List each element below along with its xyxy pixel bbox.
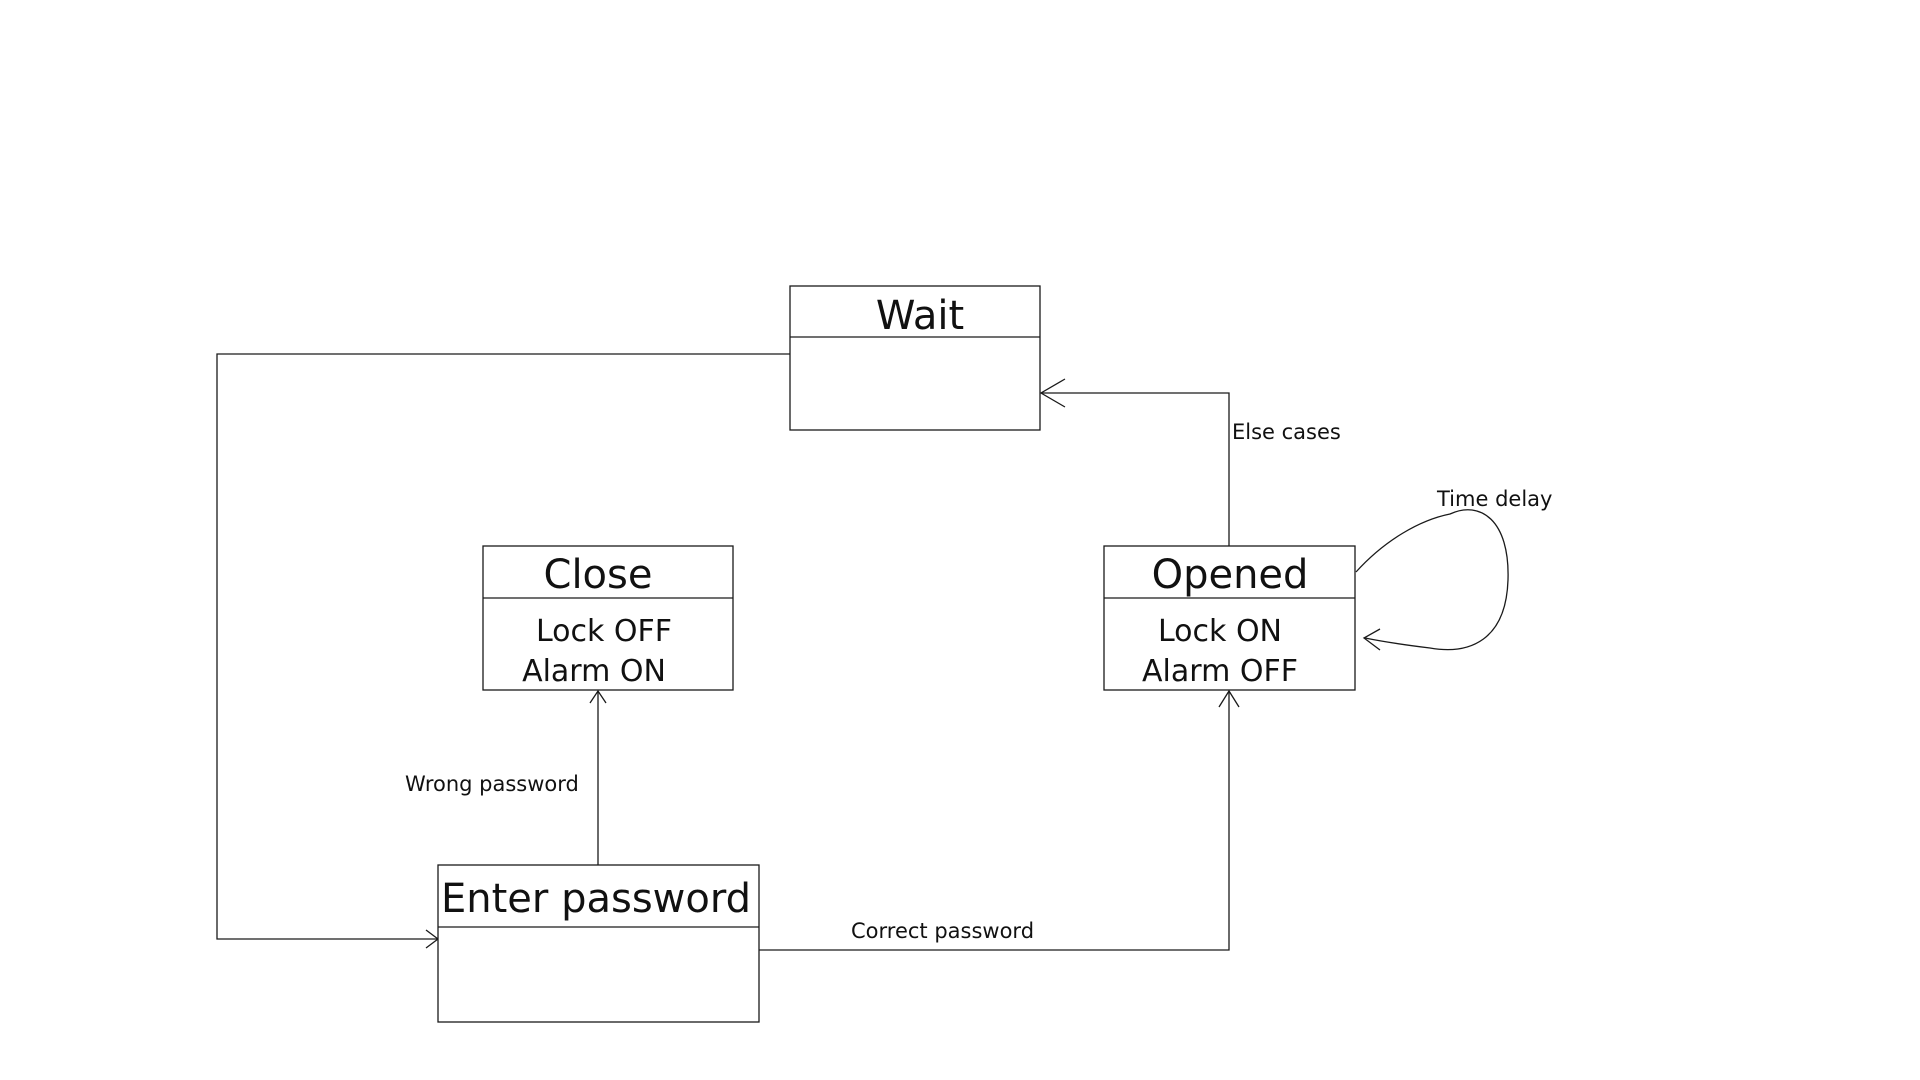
transition-opened-self-loop: Time delay (1355, 487, 1552, 651)
edge-label-time-delay: Time delay (1436, 487, 1552, 511)
arrowhead (1362, 628, 1381, 651)
state-title-close: Close (544, 552, 653, 598)
state-opened: Opened Lock ON Alarm OFF (1103, 545, 1356, 691)
state-action-alarm-off: Alarm OFF (1142, 654, 1298, 689)
edge-label-else-cases: Else cases (1232, 420, 1341, 444)
state-close: Close Lock OFF Alarm ON (482, 545, 734, 691)
state-enter-password: Enter password (437, 864, 760, 1023)
transition-opened-to-wait: Else cases (1039, 378, 1341, 546)
state-wait: Wait (789, 285, 1041, 431)
state-action-lock-on: Lock ON (1158, 614, 1282, 649)
state-title-enter-password: Enter password (441, 876, 751, 922)
edge-label-correct-password: Correct password (851, 919, 1034, 943)
state-action-lock-off: Lock OFF (536, 614, 672, 649)
state-title-wait: Wait (876, 293, 964, 339)
arrowhead (1039, 378, 1066, 408)
edge-label-wrong-password: Wrong password (405, 772, 579, 796)
arrowhead (1218, 689, 1240, 708)
transition-enter-to-close: Wrong password (405, 689, 607, 865)
state-title-opened: Opened (1152, 552, 1309, 598)
transition-enter-to-opened: Correct password (759, 689, 1240, 951)
state-action-alarm-on: Alarm ON (522, 654, 666, 689)
arrowhead (589, 689, 607, 704)
